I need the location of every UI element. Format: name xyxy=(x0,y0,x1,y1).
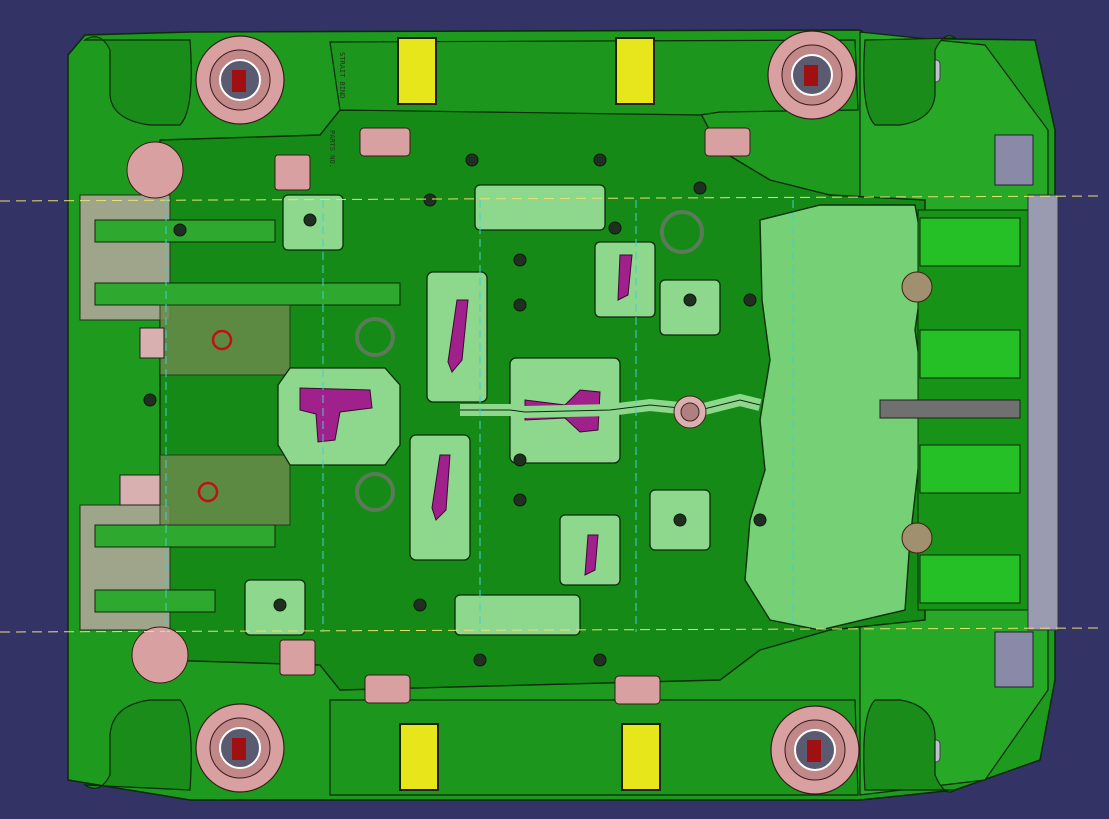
ejector-pin[interactable] xyxy=(683,293,697,307)
guide-bushing-top-right[interactable] xyxy=(767,30,857,120)
bottom-clamp-plate[interactable] xyxy=(329,699,859,796)
ejector-pin[interactable] xyxy=(513,253,527,267)
ejector-pin[interactable] xyxy=(413,598,427,612)
ejector-pin[interactable] xyxy=(173,223,187,237)
ejector-pin[interactable] xyxy=(693,181,707,195)
ejector-pin[interactable] xyxy=(593,153,607,167)
cooling-connectors[interactable] xyxy=(355,210,704,512)
ejector-pin[interactable] xyxy=(513,453,527,467)
ejector-pin[interactable] xyxy=(303,213,317,227)
top-clamp-plate[interactable] xyxy=(329,39,859,116)
guide-bushing-bottom-right[interactable] xyxy=(770,705,860,795)
ejector-pins[interactable] xyxy=(143,153,767,667)
ejector-pin[interactable] xyxy=(143,393,157,407)
ejector-pin[interactable] xyxy=(465,153,479,167)
ejector-pin[interactable] xyxy=(673,513,687,527)
ejector-pin[interactable] xyxy=(513,298,527,312)
part-cavities[interactable] xyxy=(299,254,633,576)
engraved-text: STRAIT BIND PARTS NO. xyxy=(328,52,346,168)
guide-bushing-top-left[interactable] xyxy=(195,35,285,125)
engrave-label-1: STRAIT BIND xyxy=(338,52,346,98)
ejector-pin[interactable] xyxy=(593,653,607,667)
ejector-pin[interactable] xyxy=(513,493,527,507)
ejector-pin[interactable] xyxy=(423,193,437,207)
corner-lobes xyxy=(82,35,957,793)
wear-pads[interactable] xyxy=(397,37,661,791)
runner-system[interactable] xyxy=(460,393,762,429)
ejector-pin[interactable] xyxy=(753,513,767,527)
ejector-pin[interactable] xyxy=(743,293,757,307)
ejector-pin[interactable] xyxy=(273,598,287,612)
engrave-label-2: PARTS NO. xyxy=(328,130,336,168)
right-slide[interactable] xyxy=(744,134,1059,688)
ejector-pin[interactable] xyxy=(608,221,622,235)
centerlines xyxy=(0,195,1101,633)
yoke-blocks[interactable] xyxy=(126,127,751,705)
ejector-pin[interactable] xyxy=(473,653,487,667)
guide-bushing-bottom-left[interactable] xyxy=(195,703,285,793)
